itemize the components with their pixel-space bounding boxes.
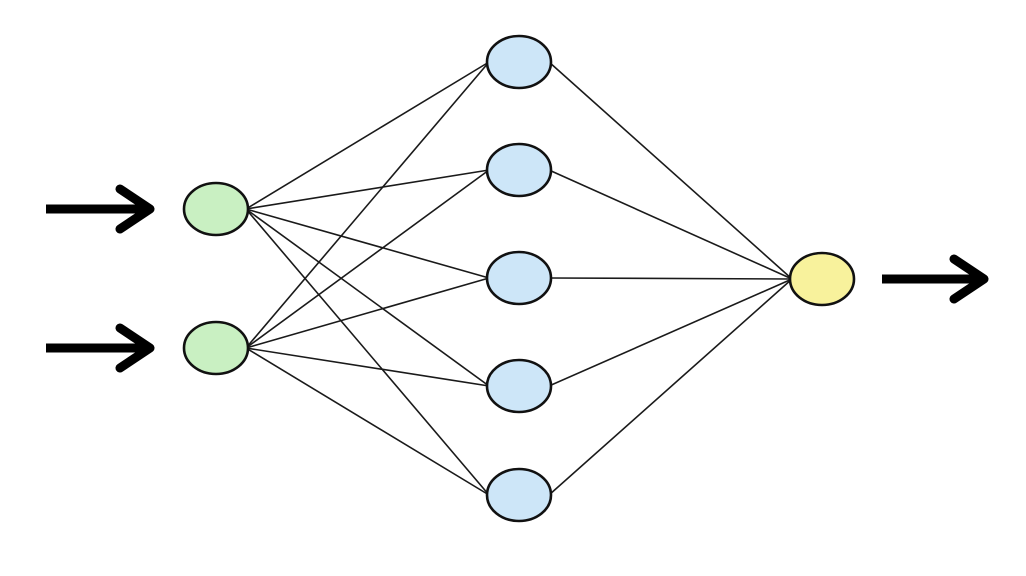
hidden-node-3 bbox=[485, 250, 553, 306]
input-node-1 bbox=[182, 181, 250, 237]
edge-input1-to-hidden3 bbox=[245, 208, 490, 279]
hidden-node-2 bbox=[485, 142, 553, 198]
edge-input1-to-hidden4 bbox=[245, 208, 490, 387]
hidden-node-4 bbox=[485, 358, 553, 414]
edge-input2-to-hidden2 bbox=[245, 169, 490, 349]
input-arrow-1 bbox=[46, 184, 155, 234]
connection-edges bbox=[245, 61, 793, 496]
hidden-node-5 bbox=[485, 467, 553, 523]
network-nodes bbox=[182, 34, 856, 523]
edge-hidden5-to-output1 bbox=[548, 278, 793, 496]
input-node-2 bbox=[182, 320, 250, 376]
input-arrow-2 bbox=[46, 323, 155, 373]
edge-hidden3-to-output1 bbox=[548, 277, 793, 280]
edge-hidden4-to-output1 bbox=[548, 278, 793, 387]
io-arrows bbox=[46, 184, 989, 373]
edge-input2-to-hidden3 bbox=[245, 277, 490, 349]
edge-input2-to-hidden4 bbox=[245, 347, 490, 387]
edge-input1-to-hidden5 bbox=[245, 208, 490, 496]
edge-hidden2-to-output1 bbox=[548, 169, 793, 280]
edge-input2-to-hidden1 bbox=[245, 61, 490, 349]
edge-input1-to-hidden2 bbox=[245, 169, 490, 210]
edge-hidden1-to-output1 bbox=[548, 61, 793, 280]
edge-input1-to-hidden1 bbox=[245, 61, 490, 210]
output-arrow-1 bbox=[882, 254, 989, 304]
edge-input2-to-hidden5 bbox=[245, 347, 490, 496]
output-node-1 bbox=[788, 251, 856, 307]
hidden-node-1 bbox=[485, 34, 553, 90]
